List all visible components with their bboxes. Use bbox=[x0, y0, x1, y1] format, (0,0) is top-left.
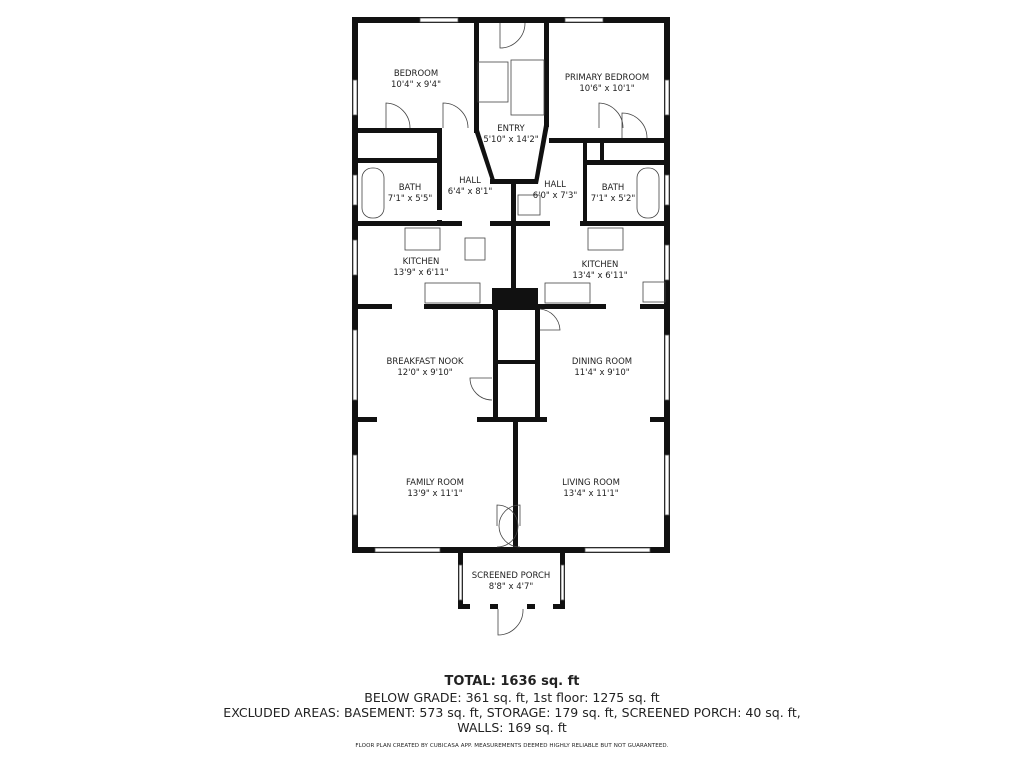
svg-text:BATH: BATH bbox=[399, 183, 422, 193]
below-grade-area: BELOW GRADE: 361 sq. ft, 1st floor: 1275… bbox=[364, 690, 660, 705]
svg-text:5'10" x 14'2": 5'10" x 14'2" bbox=[483, 135, 538, 145]
svg-text:BEDROOM: BEDROOM bbox=[394, 69, 438, 79]
svg-text:FAMILY ROOM: FAMILY ROOM bbox=[406, 478, 464, 488]
svg-text:BREAKFAST NOOK: BREAKFAST NOOK bbox=[386, 357, 463, 367]
svg-text:11'4" x 9'10": 11'4" x 9'10" bbox=[574, 368, 629, 378]
svg-text:HALL: HALL bbox=[459, 176, 481, 186]
svg-text:7'1" x 5'5": 7'1" x 5'5" bbox=[388, 194, 433, 204]
walls-area: WALLS: 169 sq. ft bbox=[457, 720, 567, 735]
doors-and-fixtures bbox=[361, 22, 666, 636]
svg-text:LIVING ROOM: LIVING ROOM bbox=[562, 478, 620, 488]
svg-text:SCREENED PORCH: SCREENED PORCH bbox=[472, 571, 551, 581]
svg-text:HALL: HALL bbox=[544, 180, 566, 190]
svg-text:6'0" x 7'3": 6'0" x 7'3" bbox=[533, 191, 578, 201]
svg-text:KITCHEN: KITCHEN bbox=[403, 257, 440, 267]
svg-text:10'4" x 9'4": 10'4" x 9'4" bbox=[391, 80, 441, 90]
svg-text:BATH: BATH bbox=[602, 183, 625, 193]
excluded-areas: EXCLUDED AREAS: BASEMENT: 573 sq. ft, ST… bbox=[223, 705, 801, 720]
svg-text:10'6" x 10'1": 10'6" x 10'1" bbox=[579, 84, 634, 94]
svg-text:KITCHEN: KITCHEN bbox=[582, 260, 619, 270]
svg-text:13'4" x 11'1": 13'4" x 11'1" bbox=[563, 489, 618, 499]
svg-text:8'8" x 4'7": 8'8" x 4'7" bbox=[489, 582, 534, 592]
windows bbox=[352, 17, 670, 601]
svg-text:6'4" x 8'1": 6'4" x 8'1" bbox=[448, 187, 493, 197]
svg-text:7'1" x 5'2": 7'1" x 5'2" bbox=[591, 194, 636, 204]
svg-text:PRIMARY BEDROOM: PRIMARY BEDROOM bbox=[565, 73, 649, 83]
svg-text:12'0" x 9'10": 12'0" x 9'10" bbox=[397, 368, 452, 378]
svg-text:13'4" x 6'11": 13'4" x 6'11" bbox=[572, 271, 627, 281]
total-area: TOTAL: 1636 sq. ft bbox=[444, 674, 580, 689]
svg-text:13'9" x 6'11": 13'9" x 6'11" bbox=[393, 268, 448, 278]
svg-text:13'9" x 11'1": 13'9" x 11'1" bbox=[407, 489, 462, 499]
svg-text:DINING ROOM: DINING ROOM bbox=[572, 357, 632, 367]
disclaimer: FLOOR PLAN CREATED BY CUBICASA APP. MEAS… bbox=[355, 743, 669, 749]
svg-text:ENTRY: ENTRY bbox=[497, 124, 525, 134]
